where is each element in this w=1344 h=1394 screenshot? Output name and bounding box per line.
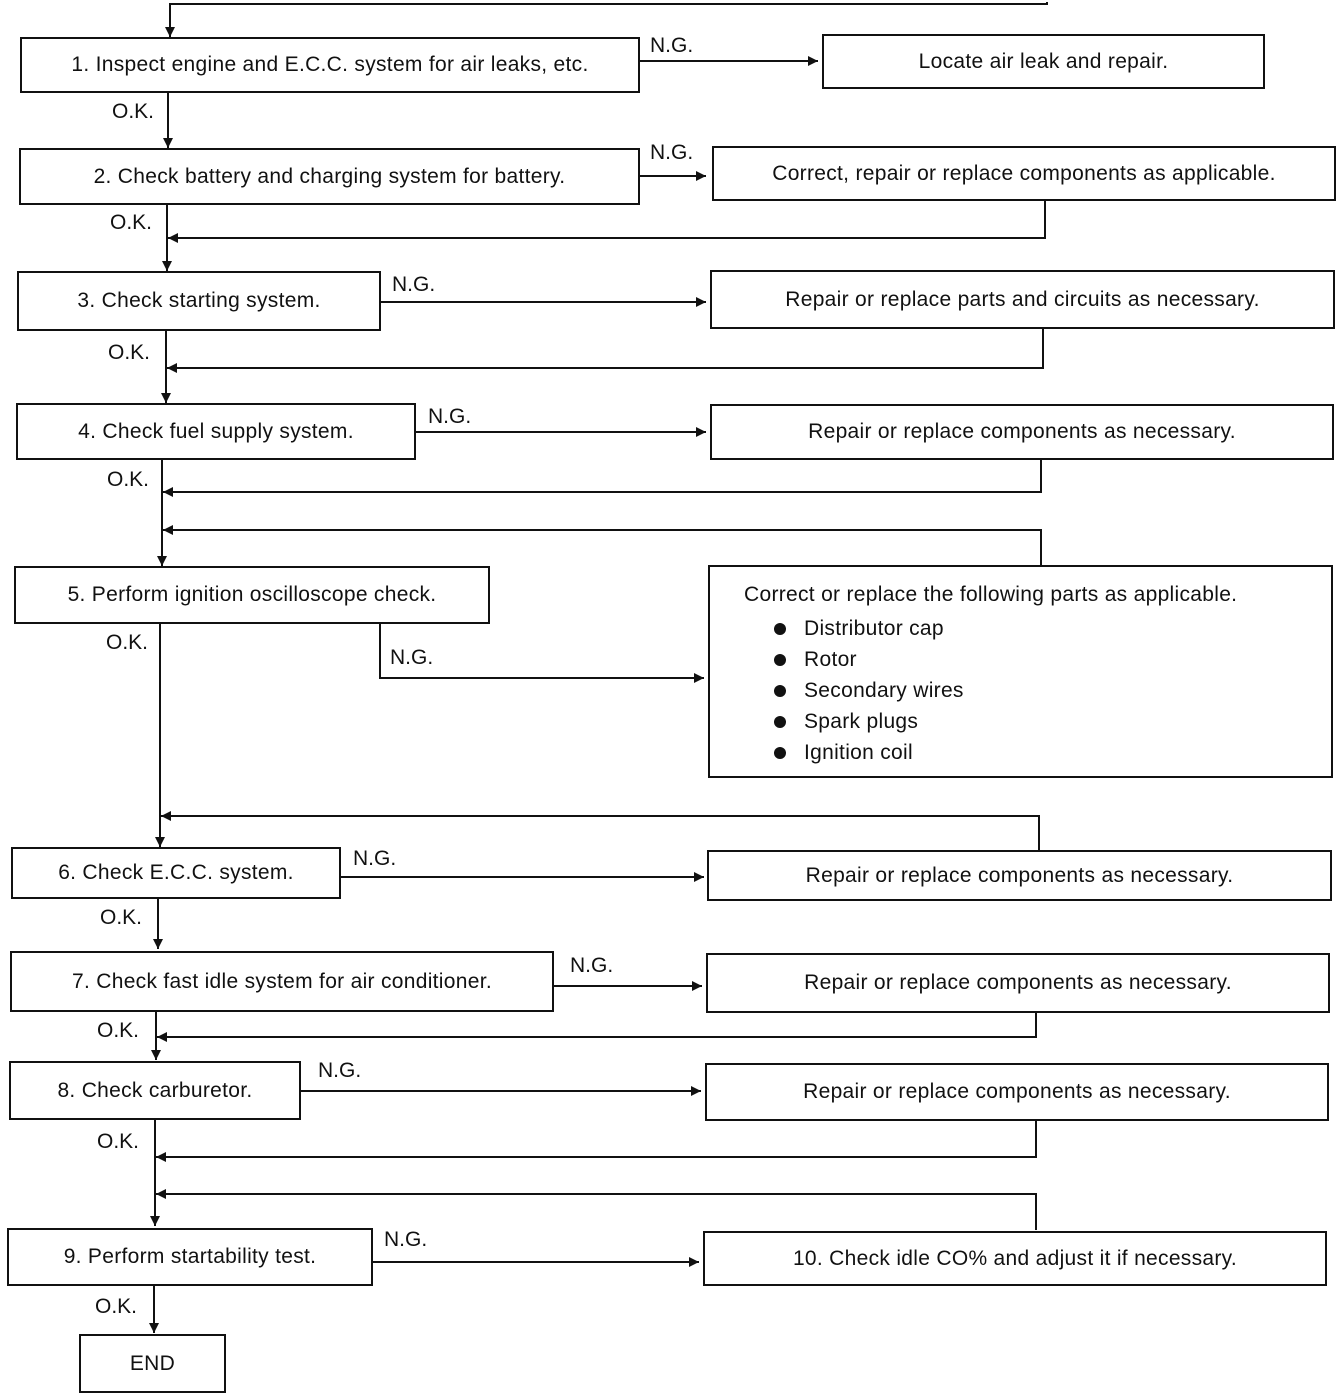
check-9-text: 9. Perform startability test.: [63, 1245, 317, 1268]
ng-label: N.G.: [392, 273, 436, 296]
parts-list-item: Spark plugs: [774, 706, 1331, 737]
ok-label: O.K.: [95, 1295, 138, 1318]
remedy-1-box: Locate air leak and repair.: [822, 34, 1265, 89]
remedy-5-box: Correct or replace the following parts a…: [708, 565, 1333, 778]
remedy-3-box: Repair or replace parts and circuits as …: [710, 270, 1335, 329]
remedy-8-text: Repair or replace components as necessar…: [803, 1080, 1231, 1103]
remedy-6-text: Repair or replace components as necessar…: [805, 863, 1234, 887]
ng-label: N.G.: [428, 405, 472, 428]
part-label: Rotor: [804, 648, 857, 671]
check-2-box: 2. Check battery and charging system for…: [19, 148, 640, 205]
remedy-5-text: Correct or replace the following parts a…: [744, 583, 1238, 606]
check-4-box: 4. Check fuel supply system.: [16, 403, 416, 460]
ng-label: N.G.: [353, 847, 397, 870]
check-3-box: 3. Check starting system.: [17, 271, 381, 331]
end-box: END: [79, 1334, 226, 1393]
part-label: Distributor cap: [804, 617, 944, 640]
part-label: Spark plugs: [804, 710, 919, 733]
check-6-text: 6. Check E.C.C. system.: [58, 861, 294, 884]
check-1-text: 1. Inspect engine and E.C.C. system for …: [71, 53, 589, 76]
check-9-box: 9. Perform startability test.: [7, 1228, 373, 1286]
remedy-4-box: Repair or replace components as necessar…: [710, 404, 1334, 460]
ok-label: O.K.: [100, 906, 143, 929]
bullet-icon: [774, 622, 786, 635]
ng-label: N.G.: [390, 646, 434, 669]
ok-label: O.K.: [106, 631, 149, 654]
ok-label: O.K.: [97, 1130, 140, 1153]
remedy-7-text: Repair or replace components as necessar…: [804, 971, 1232, 994]
ok-label: O.K.: [110, 211, 153, 234]
parts-list-item: Rotor: [774, 644, 1331, 675]
remedy-10-box: 10. Check idle CO% and adjust it if nece…: [703, 1231, 1327, 1286]
remedy-3-text: Repair or replace parts and circuits as …: [785, 287, 1260, 311]
ng-label: N.G.: [650, 141, 694, 164]
part-label: Secondary wires: [804, 679, 964, 702]
ng-label: N.G.: [650, 34, 694, 57]
ng-label: N.G.: [318, 1059, 362, 1082]
check-7-box: 7. Check fast idle system for air condit…: [10, 951, 554, 1012]
remedy-7-box: Repair or replace components as necessar…: [706, 953, 1330, 1013]
parts-list-item: Secondary wires: [774, 675, 1331, 706]
check-7-text: 7. Check fast idle system for air condit…: [72, 969, 492, 993]
ok-label: O.K.: [97, 1019, 140, 1042]
bullet-icon: [774, 653, 786, 666]
ng-label: N.G.: [570, 954, 614, 977]
part-label: Ignition coil: [804, 741, 913, 764]
check-6-box: 6. Check E.C.C. system.: [11, 847, 341, 899]
end-text: END: [129, 1351, 176, 1375]
remedy-4-text: Repair or replace components as necessar…: [808, 420, 1236, 443]
ng-label: N.G.: [384, 1228, 428, 1251]
bullet-icon: [774, 746, 786, 759]
check-8-box: 8. Check carburetor.: [9, 1061, 301, 1120]
ok-label: O.K.: [107, 468, 150, 491]
remedy-8-box: Repair or replace components as necessar…: [705, 1063, 1329, 1121]
ok-label: O.K.: [112, 100, 155, 123]
ok-label: O.K.: [108, 341, 151, 364]
check-4-text: 4. Check fuel supply system.: [78, 419, 354, 443]
parts-list: Distributor cap Rotor Secondary wires Sp…: [744, 613, 1331, 768]
remedy-2-text: Correct, repair or replace components as…: [772, 161, 1276, 185]
check-1-box: 1. Inspect engine and E.C.C. system for …: [20, 37, 640, 93]
remedy-6-box: Repair or replace components as necessar…: [707, 850, 1332, 901]
remedy-1-text: Locate air leak and repair.: [918, 49, 1169, 73]
bullet-icon: [774, 715, 786, 728]
check-5-box: 5. Perform ignition oscilloscope check.: [14, 566, 490, 624]
parts-list-item: Distributor cap: [774, 613, 1331, 644]
remedy-10-text: 10. Check idle CO% and adjust it if nece…: [792, 1246, 1238, 1270]
check-5-text: 5. Perform ignition oscilloscope check.: [67, 583, 437, 606]
check-3-text: 3. Check starting system.: [77, 289, 321, 312]
check-2-text: 2. Check battery and charging system for…: [93, 164, 566, 188]
parts-list-item: Ignition coil: [774, 737, 1331, 768]
check-8-text: 8. Check carburetor.: [57, 1078, 253, 1102]
bullet-icon: [774, 684, 786, 697]
remedy-2-box: Correct, repair or replace components as…: [712, 146, 1336, 201]
